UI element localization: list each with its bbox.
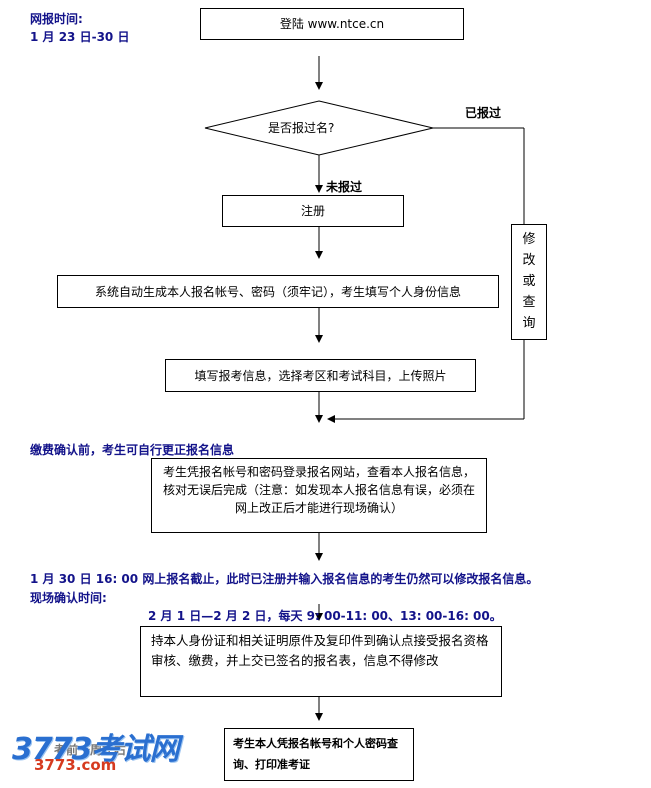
onsite-confirm-dates: 2 月 1 日—2 月 2 日，每天 9: 00-11: 00、13: 00-1…: [148, 609, 502, 623]
login-step: 登陆 www.ntce.cn: [200, 8, 464, 40]
login-label: 登陆 www.ntce.cn: [279, 17, 385, 31]
site-watermark-url: 3773.com: [34, 756, 117, 774]
modify-char: 查: [522, 295, 536, 310]
site-watermark-logo: 3773考试网: [12, 732, 179, 767]
modify-or-query-step: 修 改 或 查 询: [511, 224, 547, 340]
print-ticket-step: 考生本人凭报名帐号和个人密码查询、打印准考证: [224, 728, 414, 781]
verify-info-label: 考生凭报名帐号和密码登录报名网站，查看本人报名信息，核对无误后完成（注意：如发现…: [162, 465, 475, 515]
decision-label: 是否报过名?: [268, 121, 335, 135]
modify-char: 询: [522, 316, 536, 331]
before-exam-note: 考前一周左右: [54, 743, 127, 757]
modify-char: 修: [522, 232, 536, 247]
before-payment-note: 缴费确认前，考生可自行更正报名信息: [30, 443, 235, 457]
deadline-note: 1 月 30 日 16: 00 网上报名截止，此时已注册并输入报名信息的考生仍然…: [30, 572, 539, 586]
modify-char: 改: [522, 253, 536, 268]
onsite-confirm-title: 现场确认时间:: [30, 591, 107, 605]
onsite-confirm-label: 持本人身份证和相关证明原件及复印件到确认点接受报名资格审核、缴费，并上交已签名的…: [151, 633, 489, 668]
onsite-confirm-step: 持本人身份证和相关证明原件及复印件到确认点接受报名资格审核、缴费，并上交已签名的…: [140, 626, 502, 697]
branch-reported-label: 已报过: [465, 106, 502, 120]
online-registration-title: 网报时间:: [30, 12, 83, 26]
verify-info-step: 考生凭报名帐号和密码登录报名网站，查看本人报名信息，核对无误后完成（注意：如发现…: [151, 458, 487, 533]
fill-exam-info-label: 填写报考信息，选择考区和考试科目，上传照片: [194, 368, 447, 383]
auto-generate-step: 系统自动生成本人报名帐号、密码（须牢记），考生填写个人身份信息: [57, 275, 499, 308]
register-label: 注册: [300, 204, 325, 218]
register-step: 注册: [222, 195, 404, 227]
auto-generate-label: 系统自动生成本人报名帐号、密码（须牢记），考生填写个人身份信息: [94, 284, 461, 299]
branch-not-reported-label: 未报过: [326, 180, 363, 194]
modify-char: 或: [522, 274, 536, 289]
online-registration-dates: 1 月 23 日-30 日: [30, 30, 130, 44]
fill-exam-info-step: 填写报考信息，选择考区和考试科目，上传照片: [165, 359, 476, 392]
print-ticket-label: 考生本人凭报名帐号和个人密码查询、打印准考证: [233, 737, 398, 771]
